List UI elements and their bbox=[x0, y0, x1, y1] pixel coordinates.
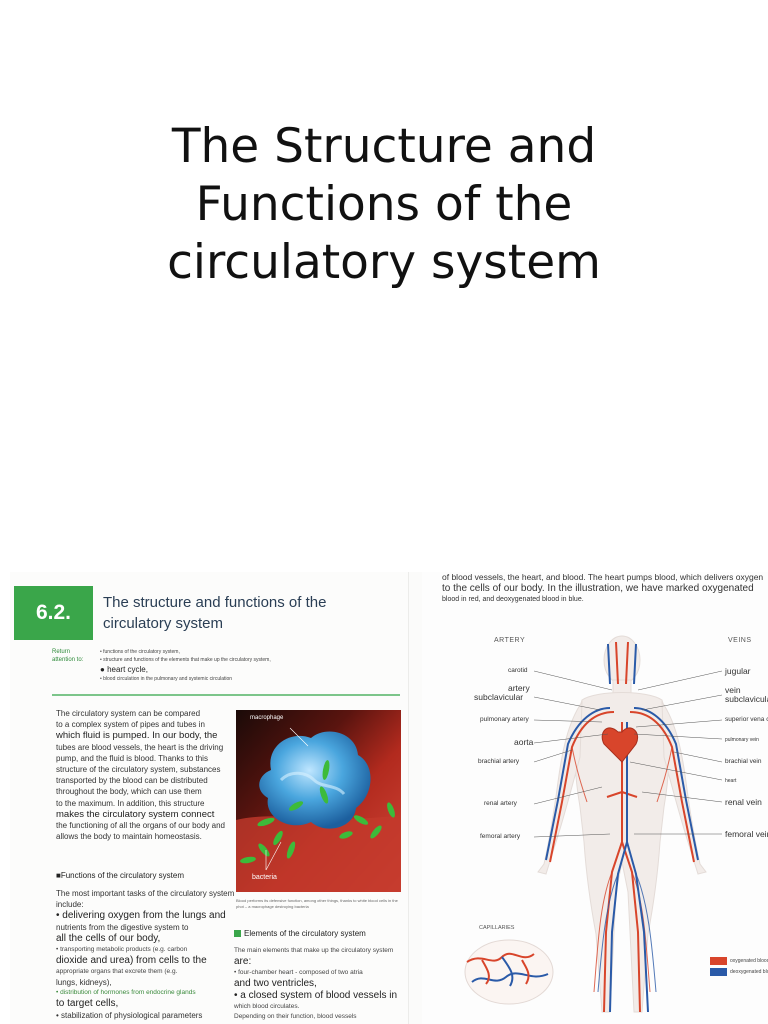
intro-line: transported by the blood can be distribu… bbox=[56, 776, 208, 786]
artery-label: carotid bbox=[508, 667, 528, 674]
section-title: The structure and functions of the circu… bbox=[103, 594, 327, 632]
vein-label: superior vena cava bbox=[725, 716, 768, 723]
artery-label: femoral artery bbox=[480, 833, 521, 840]
textbook-scan-image: 6.2. The structure and functions of the … bbox=[10, 572, 768, 1024]
right-intro-line: of blood vessels, the heart, and blood. … bbox=[442, 572, 764, 582]
bullet-dot-icon: ● bbox=[100, 665, 108, 674]
textbook-right-page: of blood vessels, the heart, and blood. … bbox=[422, 572, 768, 1024]
return-item: • functions of the circulatory system, bbox=[100, 649, 180, 655]
function-item: appropriate organs that excrete them (e.… bbox=[56, 968, 178, 975]
intro-line: pump, and the fluid is blood. Thanks to … bbox=[56, 753, 208, 763]
return-item: • structure and functions of the element… bbox=[100, 657, 271, 663]
artery-label: brachial artery bbox=[478, 758, 520, 765]
artery-label: artery bbox=[508, 683, 530, 693]
bacteria-label: bacteria bbox=[252, 874, 277, 881]
slide-title-line-2: Functions of the bbox=[195, 177, 573, 232]
elements-heading: Elements of the circulatory system bbox=[234, 928, 406, 940]
element-item: which blood circulates. bbox=[234, 1003, 300, 1010]
function-item: lungs, kidneys), bbox=[56, 978, 112, 987]
intro-line: structure of the circulatory system, sub… bbox=[56, 765, 221, 775]
legend-swatch-oxygenated bbox=[710, 957, 727, 965]
legend-swatch-deoxygenated bbox=[710, 968, 727, 976]
artery-label: subclavicular bbox=[474, 692, 524, 702]
textbook-left-page: 6.2. The structure and functions of the … bbox=[10, 572, 409, 1024]
vein-label: pulmonary vein bbox=[725, 737, 759, 743]
return-item: • blood circulation in the pulmonary and… bbox=[100, 676, 233, 682]
function-item: nutrients from the digestive system to bbox=[56, 923, 189, 932]
intro-line: throughout the body, which can use them bbox=[56, 787, 202, 797]
right-intro-line: to the cells of our body. In the illustr… bbox=[442, 583, 754, 594]
vein-label: renal vein bbox=[725, 797, 762, 807]
vein-label: vein bbox=[725, 685, 741, 695]
functions-heading: ■Functions of the circulatory system bbox=[56, 871, 184, 880]
intro-paragraph: The circulatory system can be compared to… bbox=[56, 708, 234, 842]
intro-line: the functioning of all the organs of our… bbox=[56, 821, 226, 831]
veins-header: VEINS bbox=[728, 637, 752, 644]
macrophage-label: macrophage bbox=[250, 715, 284, 721]
element-item: • four-chamber heart - composed of two a… bbox=[234, 969, 363, 976]
vein-label: heart bbox=[725, 778, 737, 784]
function-item: • distribution of hormones from endocrin… bbox=[56, 989, 196, 996]
vein-label: femoral vein bbox=[725, 829, 768, 839]
legend-label: deoxygenated blood bbox=[730, 969, 768, 975]
function-item: all the cells of our body, bbox=[56, 933, 161, 944]
intro-line: which fluid is pumped. In our body, the bbox=[56, 730, 218, 742]
heart-icon bbox=[601, 727, 638, 763]
vein-label: brachial vein bbox=[725, 758, 762, 765]
element-item: and two ventricles, bbox=[234, 978, 317, 989]
right-intro-line: blood in red, and deoxygenated blood in … bbox=[442, 596, 584, 603]
return-attention-list: • functions of the circulatory system, •… bbox=[100, 648, 400, 683]
capillaries-label: CAPILLARIES bbox=[479, 925, 515, 931]
functions-intro: The most important tasks of the circulat… bbox=[56, 889, 235, 909]
elements-list: The main elements that make up the circu… bbox=[234, 946, 406, 1022]
intro-line: makes the circulatory system connect bbox=[56, 808, 215, 820]
functions-list: • delivering oxygen from the lungs and nu… bbox=[56, 910, 236, 1021]
square-bullet-icon: ■ bbox=[56, 871, 61, 880]
element-item: • a closed system of blood vessels in bbox=[234, 990, 398, 1001]
vein-label: jugular bbox=[725, 666, 751, 676]
return-item: ● heart cycle, bbox=[100, 665, 148, 674]
intro-line: tubes are blood vessels, the heart is th… bbox=[56, 742, 224, 752]
slide-title-line-1: The Structure and bbox=[171, 119, 597, 174]
intro-line: to a complex system of pipes and tubes i… bbox=[56, 720, 205, 730]
artery-label: aorta bbox=[514, 737, 534, 747]
artery-header: ARTERY bbox=[494, 637, 526, 644]
functions-section: ■Functions of the circulatory system The… bbox=[56, 870, 236, 1021]
macrophage-illustration bbox=[236, 710, 401, 892]
intro-line: The circulatory system can be compared bbox=[56, 709, 201, 718]
section-divider bbox=[52, 694, 400, 696]
slide-title: The Structure and Functions of the circu… bbox=[84, 118, 684, 292]
function-item: • stabilization of physiological paramet… bbox=[56, 1011, 203, 1020]
elements-section: Elements of the circulatory system The m… bbox=[234, 928, 406, 1022]
function-item: to target cells, bbox=[56, 998, 119, 1009]
function-item: • delivering oxygen from the lungs and bbox=[56, 910, 226, 921]
element-item: are: bbox=[234, 956, 252, 967]
right-intro-text: of blood vessels, the heart, and blood. … bbox=[442, 572, 768, 605]
photo-caption: Blood performs its defensive function, a… bbox=[236, 898, 398, 909]
function-item: dioxide and urea) from cells to the bbox=[56, 955, 207, 966]
vein-label: subclavicular bbox=[725, 694, 768, 704]
artery-label: pulmonary artery bbox=[480, 716, 529, 723]
intro-line: allows the body to maintain homeostasis. bbox=[56, 832, 202, 842]
macrophage-photo: macrophage bacteria bbox=[236, 710, 401, 892]
section-number-badge: 6.2. bbox=[14, 586, 93, 640]
function-item: • transporting metabolic products (e.g. … bbox=[56, 946, 188, 953]
slide-title-line-3: circulatory system bbox=[167, 235, 601, 290]
legend-label: oxygenated blood bbox=[730, 958, 768, 964]
circulatory-system-diagram bbox=[464, 635, 723, 1013]
element-item: Depending on their function, blood vesse… bbox=[234, 1013, 357, 1020]
intro-line: to the maximum. In addition, this struct… bbox=[56, 798, 205, 808]
artery-label: renal artery bbox=[484, 800, 517, 807]
element-item: The main elements that make up the circu… bbox=[234, 947, 394, 954]
return-attention-label: Return attention to: bbox=[52, 649, 84, 663]
